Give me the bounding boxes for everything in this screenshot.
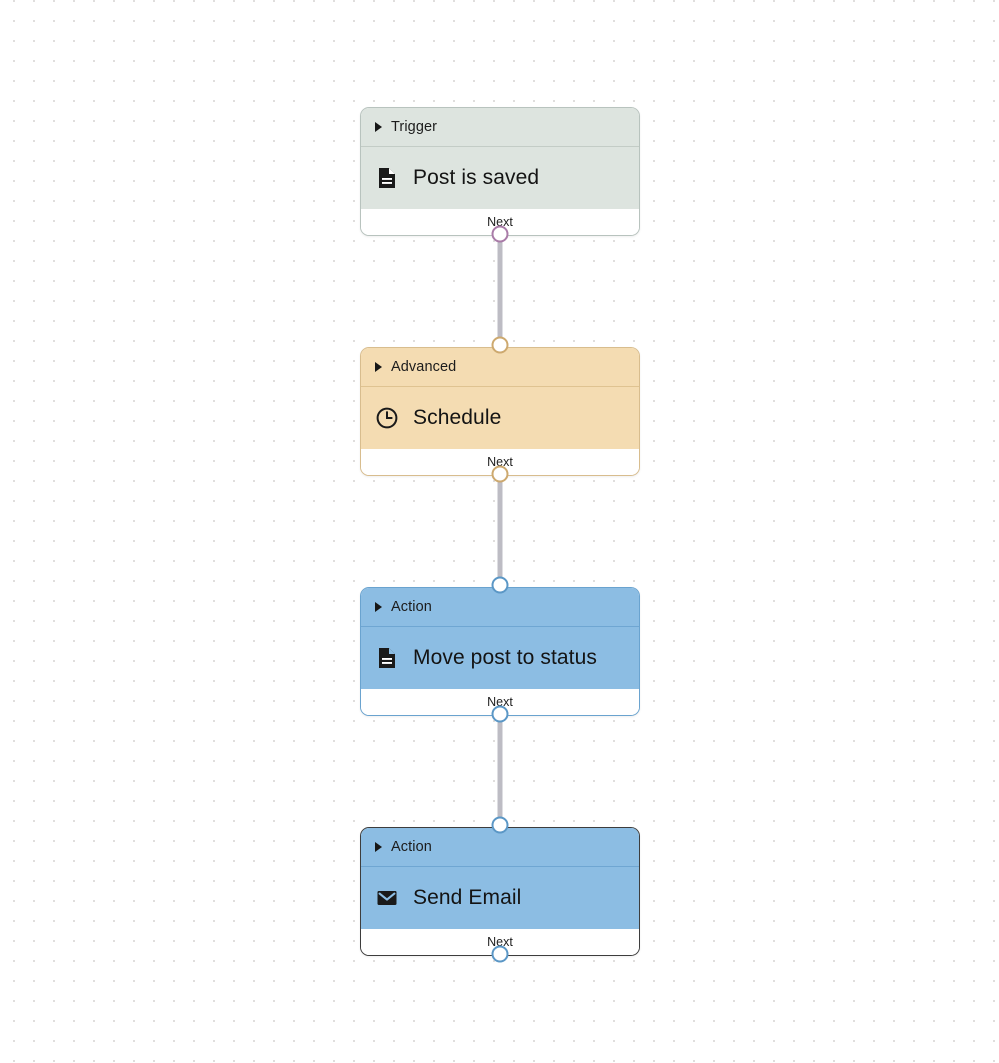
port-output-action-move-post[interactable] <box>491 705 509 723</box>
port-output-trigger[interactable] <box>491 225 509 243</box>
port-input-advanced[interactable] <box>491 336 509 354</box>
node-title: Schedule <box>413 406 502 429</box>
port-input-action-move-post[interactable] <box>491 576 509 594</box>
node-kind-label: Action <box>391 839 432 855</box>
node-header-advanced[interactable]: Advanced <box>361 348 639 387</box>
node-kind-label: Action <box>391 599 432 615</box>
port-input-action-send-email[interactable] <box>491 816 509 834</box>
chevron-right-icon[interactable] <box>375 842 382 852</box>
node-body-advanced: Schedule <box>361 387 639 449</box>
node-body-action: Move post to status <box>361 627 639 689</box>
document-icon <box>379 648 395 668</box>
workflow-node-action-send-email[interactable]: Action Send Email Next <box>360 827 640 956</box>
node-title: Send Email <box>413 886 522 909</box>
clock-icon <box>376 407 398 429</box>
node-kind-label: Advanced <box>391 359 457 375</box>
node-footer-label: Next <box>487 455 513 469</box>
node-title: Post is saved <box>413 166 540 189</box>
chevron-right-icon[interactable] <box>375 362 382 372</box>
envelope-icon <box>377 891 397 905</box>
node-header-action[interactable]: Action <box>361 828 639 867</box>
document-icon <box>379 168 395 188</box>
node-body-trigger: Post is saved <box>361 147 639 209</box>
node-kind-label: Trigger <box>391 119 438 135</box>
node-footer-label: Next <box>487 215 513 229</box>
workflow-node-action-move-post[interactable]: Action Move post to status Next <box>360 587 640 716</box>
node-title: Move post to status <box>413 646 597 669</box>
node-body-action: Send Email <box>361 867 639 929</box>
chevron-right-icon[interactable] <box>375 122 382 132</box>
port-output-advanced[interactable] <box>491 465 509 483</box>
chevron-right-icon[interactable] <box>375 602 382 612</box>
workflow-node-trigger[interactable]: Trigger Post is saved Next <box>360 107 640 236</box>
node-header-action[interactable]: Action <box>361 588 639 627</box>
workflow-node-advanced[interactable]: Advanced Schedule Next <box>360 347 640 476</box>
port-output-action-send-email[interactable] <box>491 945 509 963</box>
node-footer-label: Next <box>487 935 513 949</box>
node-footer-label: Next <box>487 695 513 709</box>
node-header-trigger[interactable]: Trigger <box>361 108 639 147</box>
